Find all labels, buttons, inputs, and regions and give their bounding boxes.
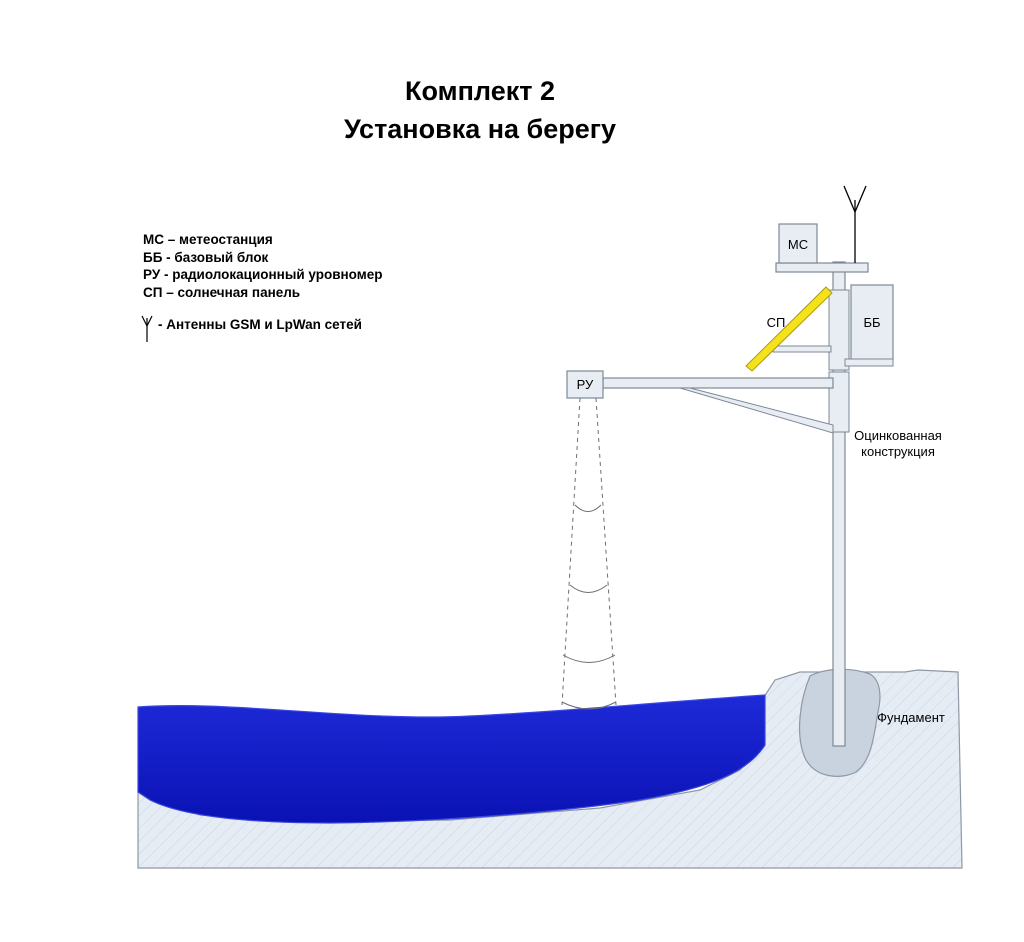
radar-beam — [561, 397, 617, 710]
legend-item-ms: МС – метеостанция — [143, 232, 273, 247]
foundation-label: Фундамент — [877, 710, 945, 725]
legend: МС – метеостанция ББ - базовый блок РУ -… — [143, 231, 382, 301]
ru-label: РУ — [577, 377, 594, 392]
mast-clamp-mid — [828, 371, 850, 433]
legend-item-bb: ББ - базовый блок — [143, 249, 269, 265]
mast-clamp-top — [828, 289, 850, 371]
ms-label: МС — [788, 237, 808, 252]
legend-antenna-icon — [141, 315, 153, 342]
structure-label-2: конструкция — [861, 444, 935, 459]
title-line-2: Установка на берегу — [343, 114, 617, 144]
structure-label-1: Оцинкованная — [854, 428, 942, 443]
radar-boom — [602, 377, 834, 389]
ms-box — [778, 223, 818, 264]
solar-bracket — [772, 345, 832, 353]
solar-panel — [745, 286, 833, 372]
bb-box — [850, 284, 894, 361]
antenna-icon — [843, 185, 867, 263]
sp-label: СП — [767, 315, 786, 330]
bb-label: ББ — [863, 315, 880, 330]
legend-item-sp: СП – солнечная панель — [143, 284, 301, 300]
title-line-1: Комплект 2 — [405, 76, 555, 106]
legend-item-ru: РУ - радиолокационный уровномер — [143, 267, 383, 283]
water-body — [137, 694, 766, 824]
legend-antenna-note: - Антенны GSM и LpWan сетей — [158, 317, 362, 332]
top-crossarm — [775, 262, 869, 273]
ru-box — [566, 370, 604, 399]
radar-boom-brace — [679, 387, 834, 434]
